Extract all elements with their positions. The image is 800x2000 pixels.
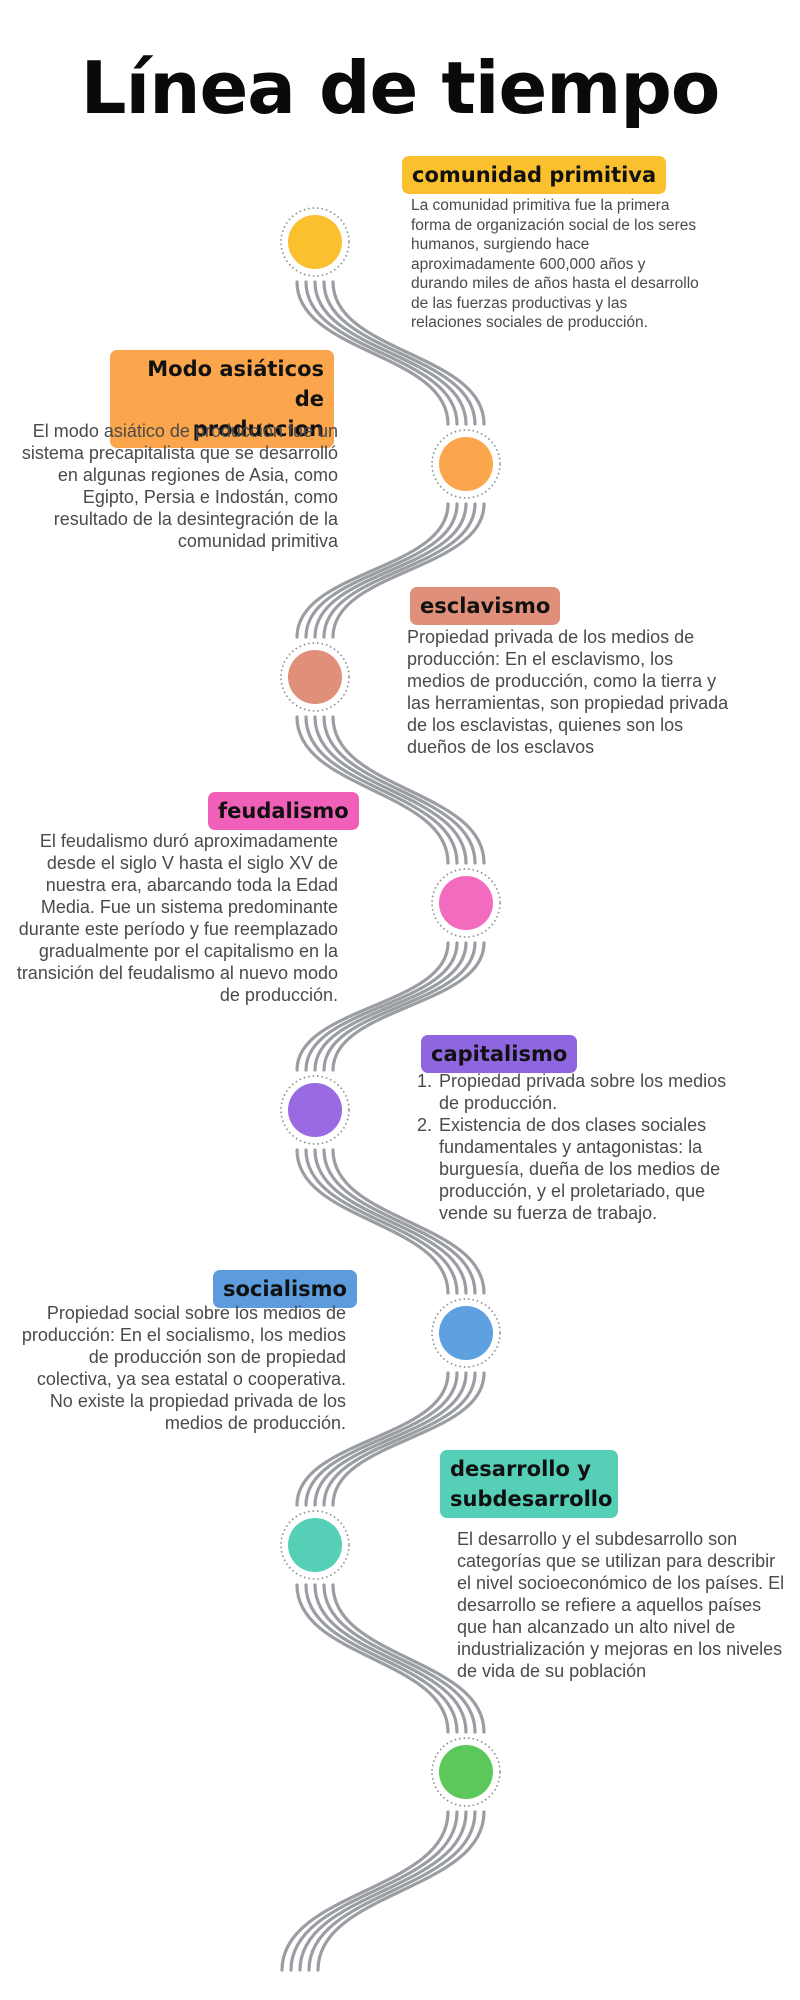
event-description-feudalismo: El feudalismo duró aproximadamente desde… <box>16 831 338 1005</box>
event-label-feudalismo: feudalismo <box>208 792 359 830</box>
timeline-strand <box>295 1583 450 1734</box>
event-description-esclavismo: Propiedad privada de los medios de produ… <box>407 627 729 757</box>
event-label-esclavismo: esclavismo <box>410 587 561 625</box>
timeline-nodes <box>280 207 501 1807</box>
timeline-strand <box>322 280 477 426</box>
list-item: Propiedad privada sobre los medios de pr… <box>437 1070 743 1114</box>
timeline-strand <box>313 1371 468 1507</box>
timeline-strand <box>295 1148 450 1295</box>
timeline-strand <box>298 1810 468 1972</box>
timeline-node <box>288 650 342 704</box>
timeline-strand <box>289 1810 459 1972</box>
timeline-strand <box>331 715 486 865</box>
timeline-strand <box>313 1583 468 1734</box>
event-description-socialismo: Propiedad social sobre los medios de pro… <box>21 1303 346 1433</box>
event-description-comunidad-primitiva: La comunidad primitiva fue la primera fo… <box>411 197 699 331</box>
timeline-strand <box>331 280 486 426</box>
timeline-strand <box>313 941 468 1072</box>
timeline-node <box>439 1306 493 1360</box>
event-label-capitalismo: capitalismo <box>421 1035 578 1073</box>
event-label-comunidad-primitiva: comunidad primitiva <box>402 156 667 194</box>
event-label-desarrollo-subdesarrollo: desarrollo y subdesarrollo <box>440 1450 618 1518</box>
timeline-strand <box>307 1810 477 1972</box>
event-description-modo-asiatico: El modo asiático de producción fue un si… <box>21 421 338 551</box>
page-title: Línea de tiempo <box>80 46 721 130</box>
timeline-strand <box>295 715 450 865</box>
timeline-strand <box>304 715 459 865</box>
timeline-strand <box>331 1371 486 1507</box>
timeline-strand <box>304 941 459 1072</box>
timeline-strand <box>295 280 450 426</box>
list-item: Existencia de dos clases sociales fundam… <box>437 1114 743 1224</box>
timeline-strand <box>322 1583 477 1734</box>
timeline-node <box>288 215 342 269</box>
timeline-strand <box>322 1148 477 1295</box>
timeline-node <box>288 1518 342 1572</box>
timeline-strand <box>331 502 486 639</box>
timeline-strand <box>322 715 477 865</box>
timeline-path <box>280 280 486 1972</box>
timeline-strand <box>322 941 477 1072</box>
timeline-strand <box>304 1148 459 1295</box>
event-label-modo-asiatico: Modo asiáticos de produccion <box>110 350 334 448</box>
timeline-node <box>439 876 493 930</box>
event-label-line: Modo asiáticos de <box>147 357 324 411</box>
timeline-strand <box>304 280 459 426</box>
event-description-desarrollo-subdesarrollo: El desarrollo y el subdesarrollo son cat… <box>457 1529 785 1681</box>
timeline-strand <box>304 502 459 639</box>
timeline-strand <box>313 280 468 426</box>
timeline-strand <box>322 1371 477 1507</box>
event-description-capitalismo: Propiedad privada sobre los medios de pr… <box>407 1070 743 1224</box>
event-label-socialismo: socialismo <box>213 1270 357 1308</box>
timeline-strand <box>331 1583 486 1734</box>
timeline-node <box>439 437 493 491</box>
timeline-strand <box>313 715 468 865</box>
timeline-strand <box>331 941 486 1072</box>
timeline-strand <box>331 1148 486 1295</box>
timeline-strand <box>304 1583 459 1734</box>
event-label-line: desarrollo y <box>450 1457 591 1481</box>
timeline-strand <box>295 1371 450 1507</box>
timeline-strand <box>295 502 450 639</box>
timeline-node <box>288 1083 342 1137</box>
timeline-strand <box>304 1371 459 1507</box>
timeline-strand <box>316 1810 486 1972</box>
timeline-node <box>439 1745 493 1799</box>
event-label-line: produccion <box>192 417 324 441</box>
timeline-strand <box>313 1148 468 1295</box>
timeline-strand <box>313 502 468 639</box>
timeline-strand <box>280 1810 450 1972</box>
event-label-line: subdesarrollo <box>450 1487 613 1511</box>
timeline-strand <box>322 502 477 639</box>
timeline-strand <box>295 941 450 1072</box>
